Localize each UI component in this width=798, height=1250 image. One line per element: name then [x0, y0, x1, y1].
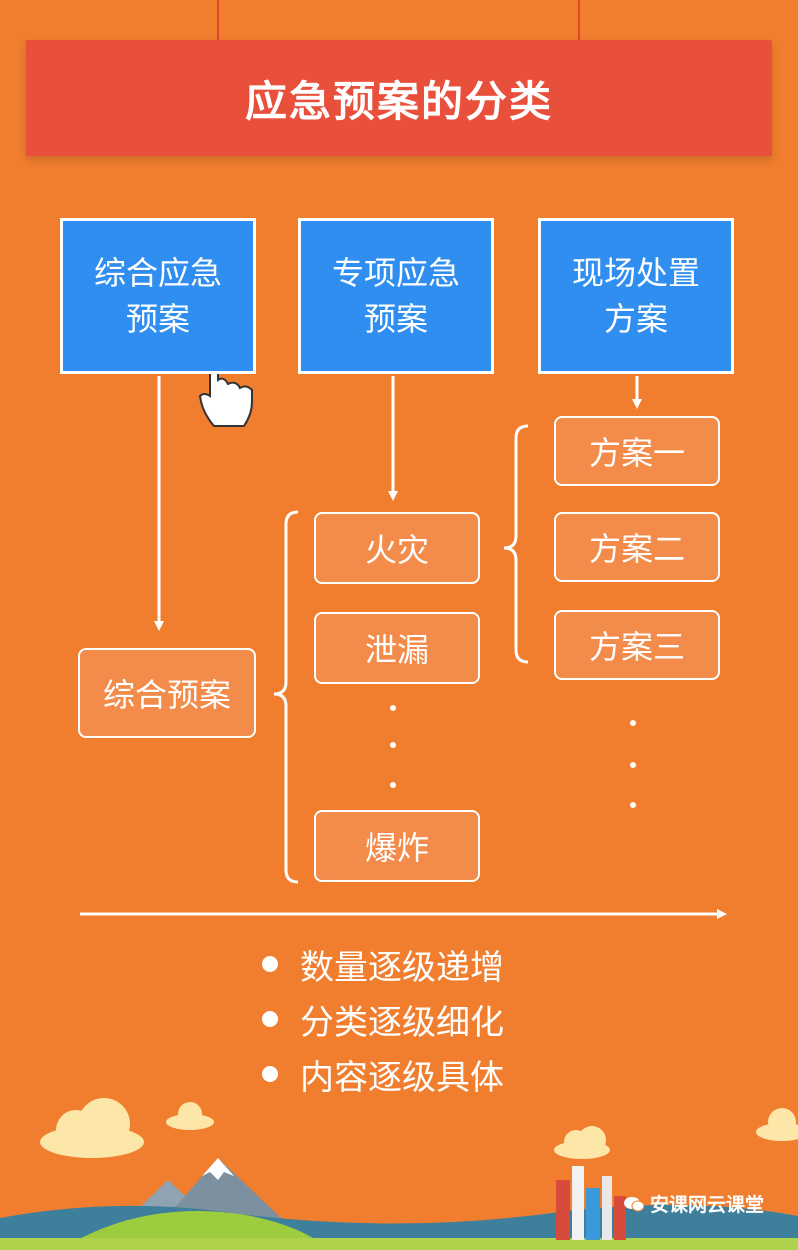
bracket-special — [273, 510, 299, 884]
bullet-text: 内容逐级具体 — [300, 1057, 504, 1098]
pill-special-2-label: 泄漏 — [364, 631, 429, 669]
box-onsite-plan: 现场处置 方案 — [538, 218, 734, 374]
pill-onsite-2-label: 方案二 — [588, 530, 685, 568]
pill-onsite-1: 方案一 — [554, 416, 720, 486]
bullet-dot — [262, 956, 278, 972]
pill-onsite-2: 方案二 — [554, 512, 720, 582]
bullet-item: 分类逐级细化 — [262, 999, 504, 1043]
ellipsis-dot — [630, 720, 636, 726]
pill-special-3-label: 爆炸 — [364, 829, 429, 867]
ellipsis-dot — [630, 762, 636, 768]
wechat-icon — [624, 1196, 644, 1212]
banner-string-right — [578, 0, 580, 46]
box-comprehensive-line1: 综合应急 — [93, 254, 222, 292]
bracket-onsite — [503, 424, 529, 664]
bullet-text: 数量逐级递增 — [300, 947, 504, 988]
ellipsis-dot — [390, 742, 396, 748]
pill-comprehensive-label: 综合预案 — [102, 676, 231, 714]
building-2 — [572, 1166, 584, 1240]
bullet-text: 分类逐级细化 — [300, 1002, 504, 1043]
cloud-far-right — [756, 1108, 798, 1141]
watermark-text: 安课网云课堂 — [650, 1194, 765, 1216]
pill-special-2: 泄漏 — [314, 612, 480, 684]
title-banner: 应急预案的分类 — [26, 40, 772, 156]
bullet-item: 内容逐级具体 — [262, 1054, 504, 1098]
box-special-plan: 专项应急 预案 — [298, 218, 494, 374]
box-special-line2: 预案 — [363, 300, 428, 338]
bullet-dot — [262, 1066, 278, 1082]
box-comprehensive-line2: 预案 — [125, 300, 190, 338]
ellipsis-dot — [630, 802, 636, 808]
pill-special-3: 爆炸 — [314, 810, 480, 882]
cloud-small — [166, 1102, 214, 1130]
ground-strip — [0, 1238, 798, 1250]
pill-onsite-3: 方案三 — [554, 610, 720, 680]
building-1 — [556, 1180, 570, 1240]
building-4 — [602, 1176, 612, 1240]
banner-string-left — [217, 0, 219, 46]
building-3 — [586, 1188, 600, 1240]
ellipsis-dot — [390, 782, 396, 788]
building-5 — [614, 1196, 626, 1240]
box-onsite-line2: 方案 — [603, 300, 668, 338]
pill-special-1-label: 火灾 — [364, 531, 429, 569]
pill-onsite-3-label: 方案三 — [588, 628, 685, 666]
bullet-item: 数量逐级递增 — [262, 944, 504, 988]
page-title: 应急预案的分类 — [244, 76, 553, 126]
cloud-left — [40, 1098, 144, 1158]
box-special-line1: 专项应急 — [331, 254, 460, 292]
box-comprehensive-plan: 综合应急 预案 — [60, 218, 256, 374]
ellipsis-dot — [390, 705, 396, 711]
pill-comprehensive: 综合预案 — [78, 648, 256, 738]
mountain-snow — [202, 1158, 234, 1180]
cloud-right — [554, 1126, 610, 1159]
bullet-dot — [262, 1011, 278, 1027]
box-onsite-line1: 现场处置 — [571, 254, 700, 292]
pill-onsite-1-label: 方案一 — [588, 434, 685, 472]
pill-special-1: 火灾 — [314, 512, 480, 584]
